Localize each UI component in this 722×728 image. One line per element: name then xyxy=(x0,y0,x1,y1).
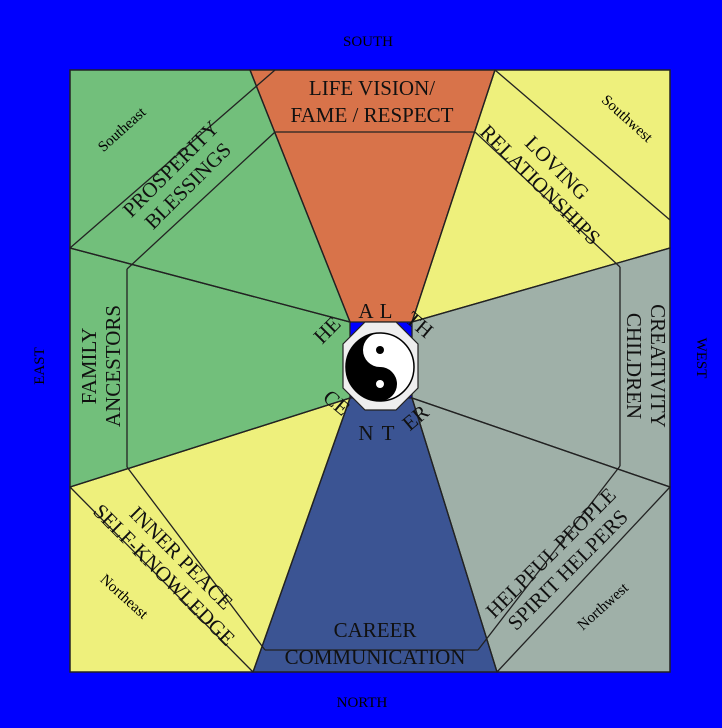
center-letter-n: N xyxy=(358,421,373,445)
label-west-line-1: CREATIVITY xyxy=(646,304,670,428)
direction-east: EAST xyxy=(32,347,48,385)
center-letter-a: A xyxy=(358,299,374,323)
label-north-line-1: CAREER xyxy=(334,618,417,642)
center-letter-l: L xyxy=(380,299,393,323)
divider-lines xyxy=(69,69,671,673)
label-east-line-1: FAMILY xyxy=(77,328,101,405)
label-west-line-2: CHILDREN xyxy=(622,313,646,419)
direction-west: WEST xyxy=(693,338,709,379)
label-north: CAREER COMMUNICATION xyxy=(285,618,466,669)
yin-yang-icon xyxy=(345,332,415,402)
label-south: LIFE VISION/ FAME / RESPECT xyxy=(291,76,454,127)
center-letter-t: T xyxy=(382,421,395,445)
direction-north: NORTH xyxy=(337,695,388,711)
direction-south: SOUTH xyxy=(343,34,393,50)
label-east: FAMILY ANCESTORS xyxy=(77,305,125,427)
label-north-line-2: COMMUNICATION xyxy=(285,645,466,669)
label-west: CREATIVITY CHILDREN xyxy=(622,304,670,428)
label-east-line-2: ANCESTORS xyxy=(101,305,125,427)
label-south-line-1: LIFE VISION/ xyxy=(309,76,435,100)
label-south-line-2: FAME / RESPECT xyxy=(291,103,454,127)
